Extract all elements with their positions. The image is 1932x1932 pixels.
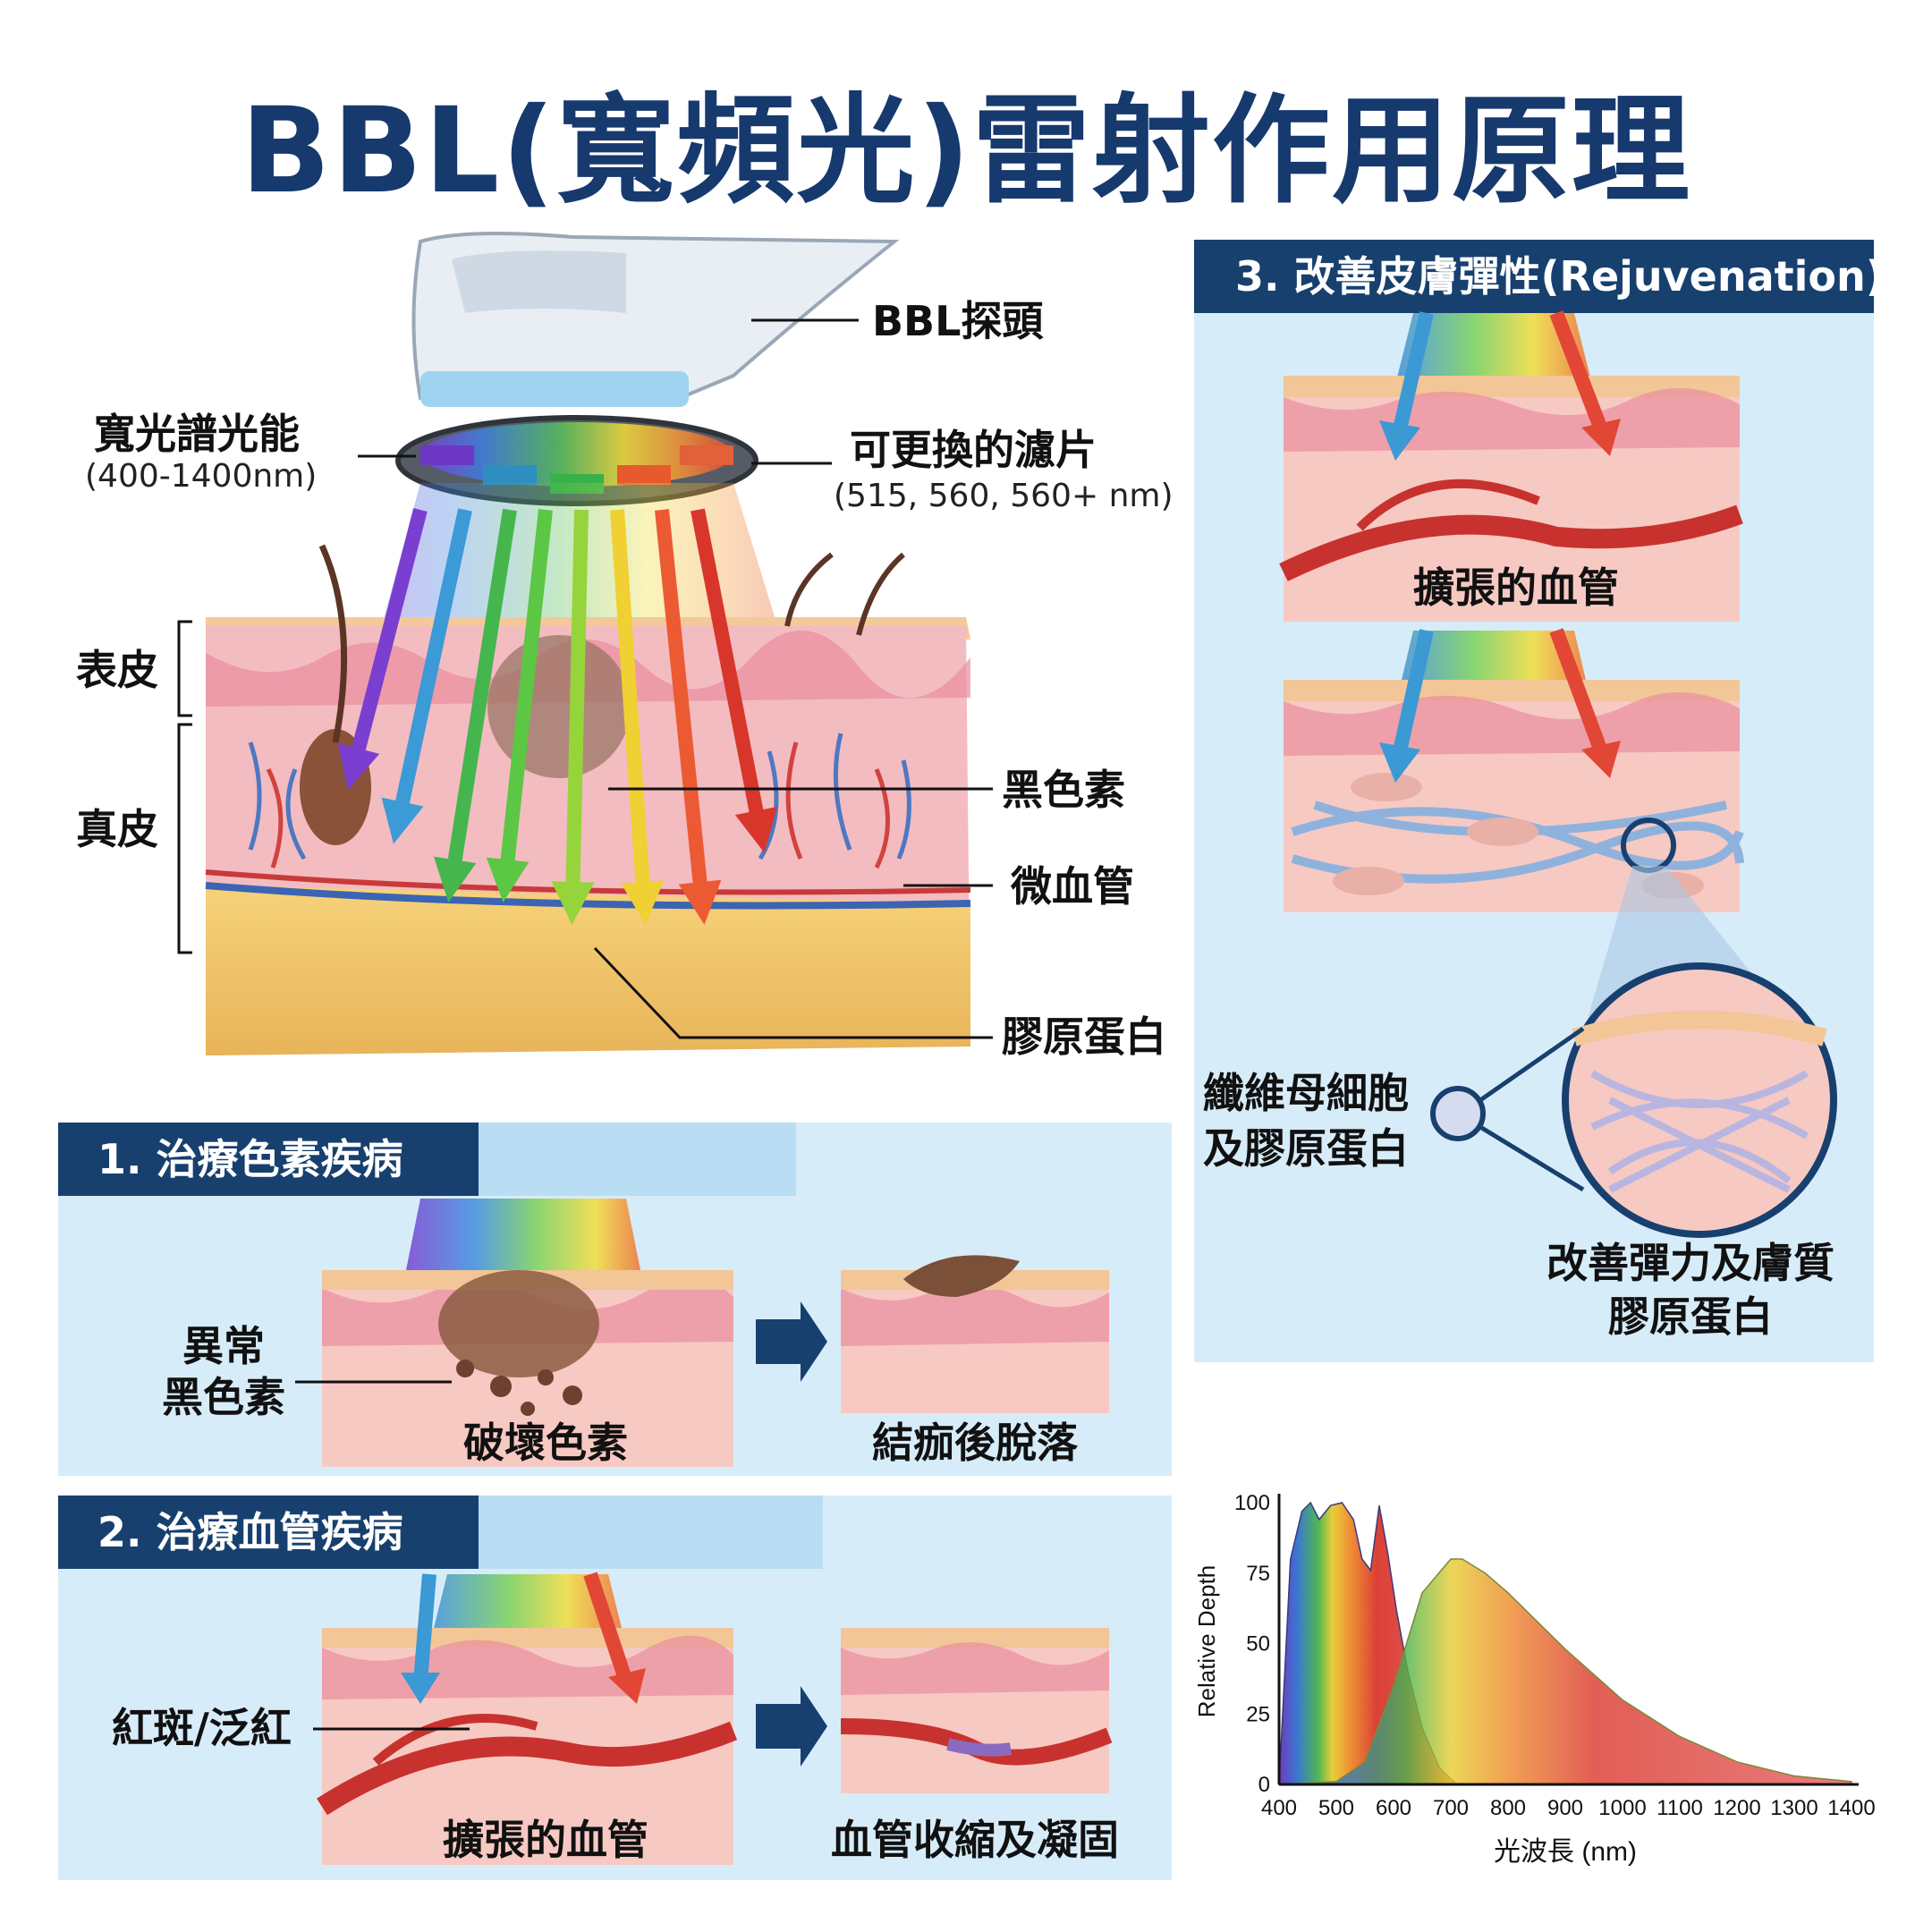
page-title: BBL(寬頻光)雷射作用原理	[241, 82, 1691, 220]
light-arrows	[337, 507, 777, 925]
chart-y-tick-label: 75	[1246, 1562, 1270, 1586]
melanin-label: 黑色素	[1002, 766, 1125, 814]
dilated-vessel-caption: 擴張的血管	[443, 1816, 648, 1864]
chart-y-tick-label: 50	[1246, 1632, 1270, 1657]
section1-heading: 1. 治療色素疾病	[58, 1123, 479, 1196]
section2-banner-tail	[411, 1496, 823, 1569]
collagen-label: 膠原蛋白	[1002, 1013, 1166, 1061]
abnormal-melanin-label-2: 黑色素	[162, 1373, 285, 1421]
vessel-coagulation-caption: 血管收縮及凝固	[831, 1816, 1119, 1864]
section3-heading: 3. 改善皮膚彈性(Rejuvenation)	[1194, 240, 1885, 313]
epidermis-label: 表皮	[76, 646, 158, 694]
chart-x-tick-label: 1300	[1770, 1796, 1818, 1820]
chart-y-tick-label: 100	[1234, 1491, 1270, 1515]
chart-y-tick-label: 25	[1246, 1702, 1270, 1726]
fibroblast-label-1: 纖維母細胞	[1203, 1069, 1409, 1117]
scab-falloff-caption: 結痂後脫落	[872, 1419, 1078, 1467]
filter-label: 可更換的濾片	[850, 426, 1097, 474]
bbl-probe	[411, 232, 900, 407]
chart-x-tick-label: 1200	[1713, 1796, 1760, 1820]
chart-x-tick-label: 700	[1433, 1796, 1469, 1820]
filter-values: (515, 560, 560+ nm)	[834, 478, 1174, 514]
chart-x-tick-label: 900	[1547, 1796, 1583, 1820]
fibroblast-label-2: 及膠原蛋白	[1203, 1124, 1409, 1173]
chart-x-tick-label: 800	[1490, 1796, 1526, 1820]
chart-series-2-area	[1278, 1558, 1852, 1785]
chart-ylabel: Relative Depth	[1193, 1565, 1220, 1718]
abnormal-melanin-label-1: 異常	[182, 1322, 265, 1370]
main-skin-illustration	[177, 232, 993, 1055]
probe-label: BBL探頭	[872, 297, 1044, 345]
chart-x-tick-label: 400	[1261, 1796, 1297, 1820]
leader-lines	[177, 318, 993, 1039]
section2-heading: 2. 治療血管疾病	[58, 1496, 479, 1569]
penetration-depth-chart: 400 500 600 700 800 900 1000 1100 1200 1300 1400 0 2…	[1193, 1491, 1876, 1867]
skin-block	[205, 544, 971, 1055]
chart-x-tick-label: 1100	[1657, 1796, 1703, 1820]
result-label-2: 膠原蛋白	[1608, 1292, 1773, 1341]
spectrum-range: (400-1400nm)	[85, 458, 318, 495]
result-label-1: 改善彈力及膚質	[1546, 1239, 1835, 1287]
chart-x-tick-label: 600	[1376, 1796, 1411, 1820]
section3-dilated-vessel-caption: 擴張的血管	[1413, 564, 1619, 612]
dermis-label: 真皮	[76, 805, 158, 853]
chart-xlabel: 光波長 (nm)	[1494, 1837, 1637, 1867]
erythema-label: 紅斑/泛紅	[112, 1704, 292, 1752]
capillary-label: 微血管	[1011, 862, 1134, 911]
chart-y-tick-label: 0	[1258, 1773, 1270, 1797]
chart-x-tick-label: 500	[1318, 1796, 1354, 1820]
chart-x-tick-label: 1400	[1827, 1796, 1875, 1820]
filter-wheel	[395, 415, 758, 506]
chart-x-tick-label: 1000	[1598, 1796, 1646, 1820]
destroy-pigment-caption: 破壞色素	[463, 1419, 628, 1467]
spectrum-label: 寬光譜光能	[94, 410, 300, 458]
